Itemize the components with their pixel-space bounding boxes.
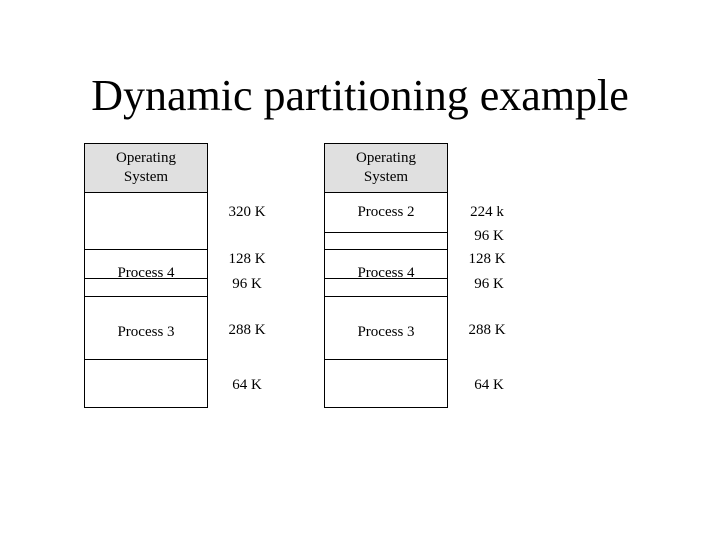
- size-label-free-bottom: 64 K: [474, 377, 504, 393]
- size-label-free-top: 320 K: [228, 204, 266, 220]
- size-label-process-2: 224 k: [470, 204, 504, 220]
- free-partition-middle: [324, 278, 448, 297]
- free-partition-top: [84, 192, 208, 250]
- free-partition-bottom: [84, 359, 208, 408]
- process-3-partition: Process 3: [84, 296, 208, 360]
- process-2-label: Process 2: [357, 204, 415, 220]
- size-label-free-middle: 96 K: [232, 276, 262, 292]
- process-2-partition: Process 2: [324, 192, 448, 233]
- process-4-label: Process 4: [117, 265, 175, 281]
- size-label-free-top: 96 K: [474, 228, 504, 244]
- process-4-partition: Process 4: [84, 249, 208, 281]
- slide-title: Dynamic partitioning example: [91, 71, 629, 120]
- size-label-process-3: 288 K: [468, 322, 506, 338]
- operating-system-label: Operating System: [356, 150, 416, 185]
- process-4-partition: Process 4: [324, 249, 448, 281]
- size-label-process-3: 288 K: [228, 322, 266, 338]
- operating-system-partition: Operating System: [324, 143, 448, 193]
- process-3-partition: Process 3: [324, 296, 448, 360]
- process-3-label: Process 3: [117, 324, 175, 340]
- memory-layout-left: Operating System Process 4 Process 3: [84, 143, 208, 408]
- size-label-free-bottom: 64 K: [232, 377, 262, 393]
- operating-system-label: Operating System: [116, 150, 176, 185]
- operating-system-partition: Operating System: [84, 143, 208, 193]
- size-label-free-middle: 96 K: [474, 276, 504, 292]
- memory-layout-right: Operating System Process 2 Process 4 Pro…: [324, 143, 448, 408]
- free-partition-bottom: [324, 359, 448, 408]
- process-3-label: Process 3: [357, 324, 415, 340]
- process-4-label: Process 4: [357, 265, 415, 281]
- size-label-process-4: 128 K: [228, 251, 266, 267]
- free-partition-middle: [84, 278, 208, 297]
- size-label-process-4: 128 K: [468, 251, 506, 267]
- free-partition-top: [324, 232, 448, 250]
